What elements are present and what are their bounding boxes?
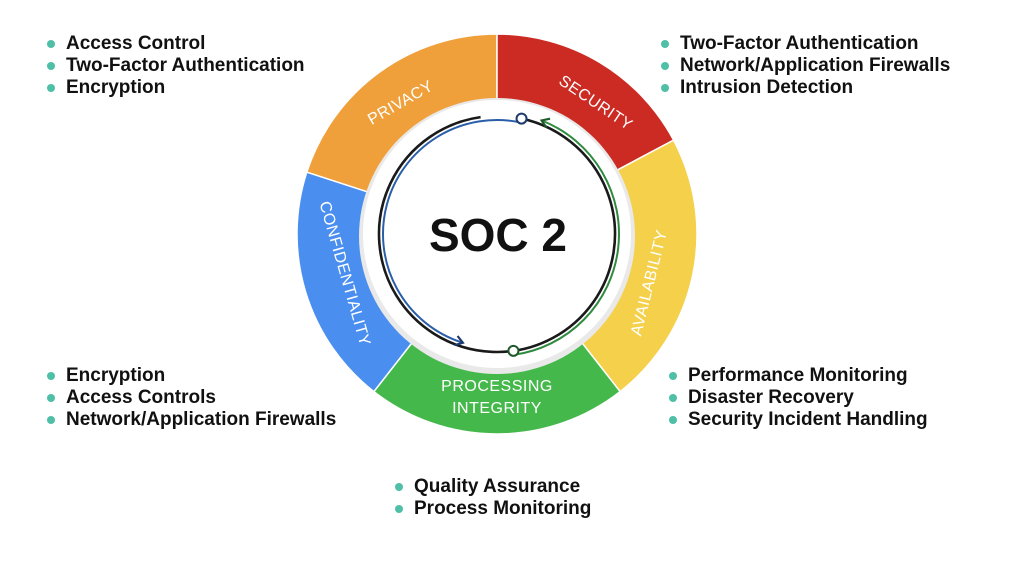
bullet-dot [47,416,55,424]
bullet-dot [47,394,55,402]
bullet-dot [669,416,677,424]
bullet-dot [47,84,55,92]
segment-label-processing-line2: INTEGRITY [452,400,542,417]
segment-label-processing-line1: PROCESSING [441,378,553,395]
bullet-dot [661,40,669,48]
list-item: Network/Application Firewalls [660,55,950,77]
list-item: Encryption [46,365,336,387]
bullet-dot [395,505,403,513]
bullet-dot [47,62,55,70]
bullet-dot [661,84,669,92]
cycle-arrow-green [513,117,620,356]
cycle-knob-top [515,112,528,125]
processing-integrity-controls-list: Quality Assurance Process Monitoring [394,476,591,520]
bullet-dot [661,62,669,70]
list-item: Performance Monitoring [668,365,928,387]
cycle-knob-bottom [507,344,520,357]
list-item: Encryption [46,77,305,99]
center-title: SOC 2 [429,209,567,261]
cycle-arc-dark [377,115,617,354]
list-item: Security Incident Handling [668,409,928,431]
bullet-dot [395,483,403,491]
security-controls-list: Two-Factor Authentication Network/Applic… [660,33,950,99]
availability-controls-list: Performance Monitoring Disaster Recovery… [668,365,928,431]
bullet-dot [669,372,677,380]
list-item: Network/Application Firewalls [46,409,336,431]
list-item: Intrusion Detection [660,77,950,99]
confidentiality-controls-list: Encryption Access Controls Network/Appli… [46,365,336,431]
bullet-dot [47,372,55,380]
list-item: Two-Factor Authentication [660,33,950,55]
cycle-arrow-blue [382,119,521,347]
list-item: Access Controls [46,387,336,409]
privacy-controls-list: Access Control Two-Factor Authentication… [46,33,305,99]
list-item: Two-Factor Authentication [46,55,305,77]
bullet-dot [669,394,677,402]
bullet-dot [47,40,55,48]
list-item: Process Monitoring [394,498,591,520]
list-item: Access Control [46,33,305,55]
list-item: Disaster Recovery [668,387,928,409]
inner-disc [363,100,631,368]
list-item: Quality Assurance [394,476,591,498]
